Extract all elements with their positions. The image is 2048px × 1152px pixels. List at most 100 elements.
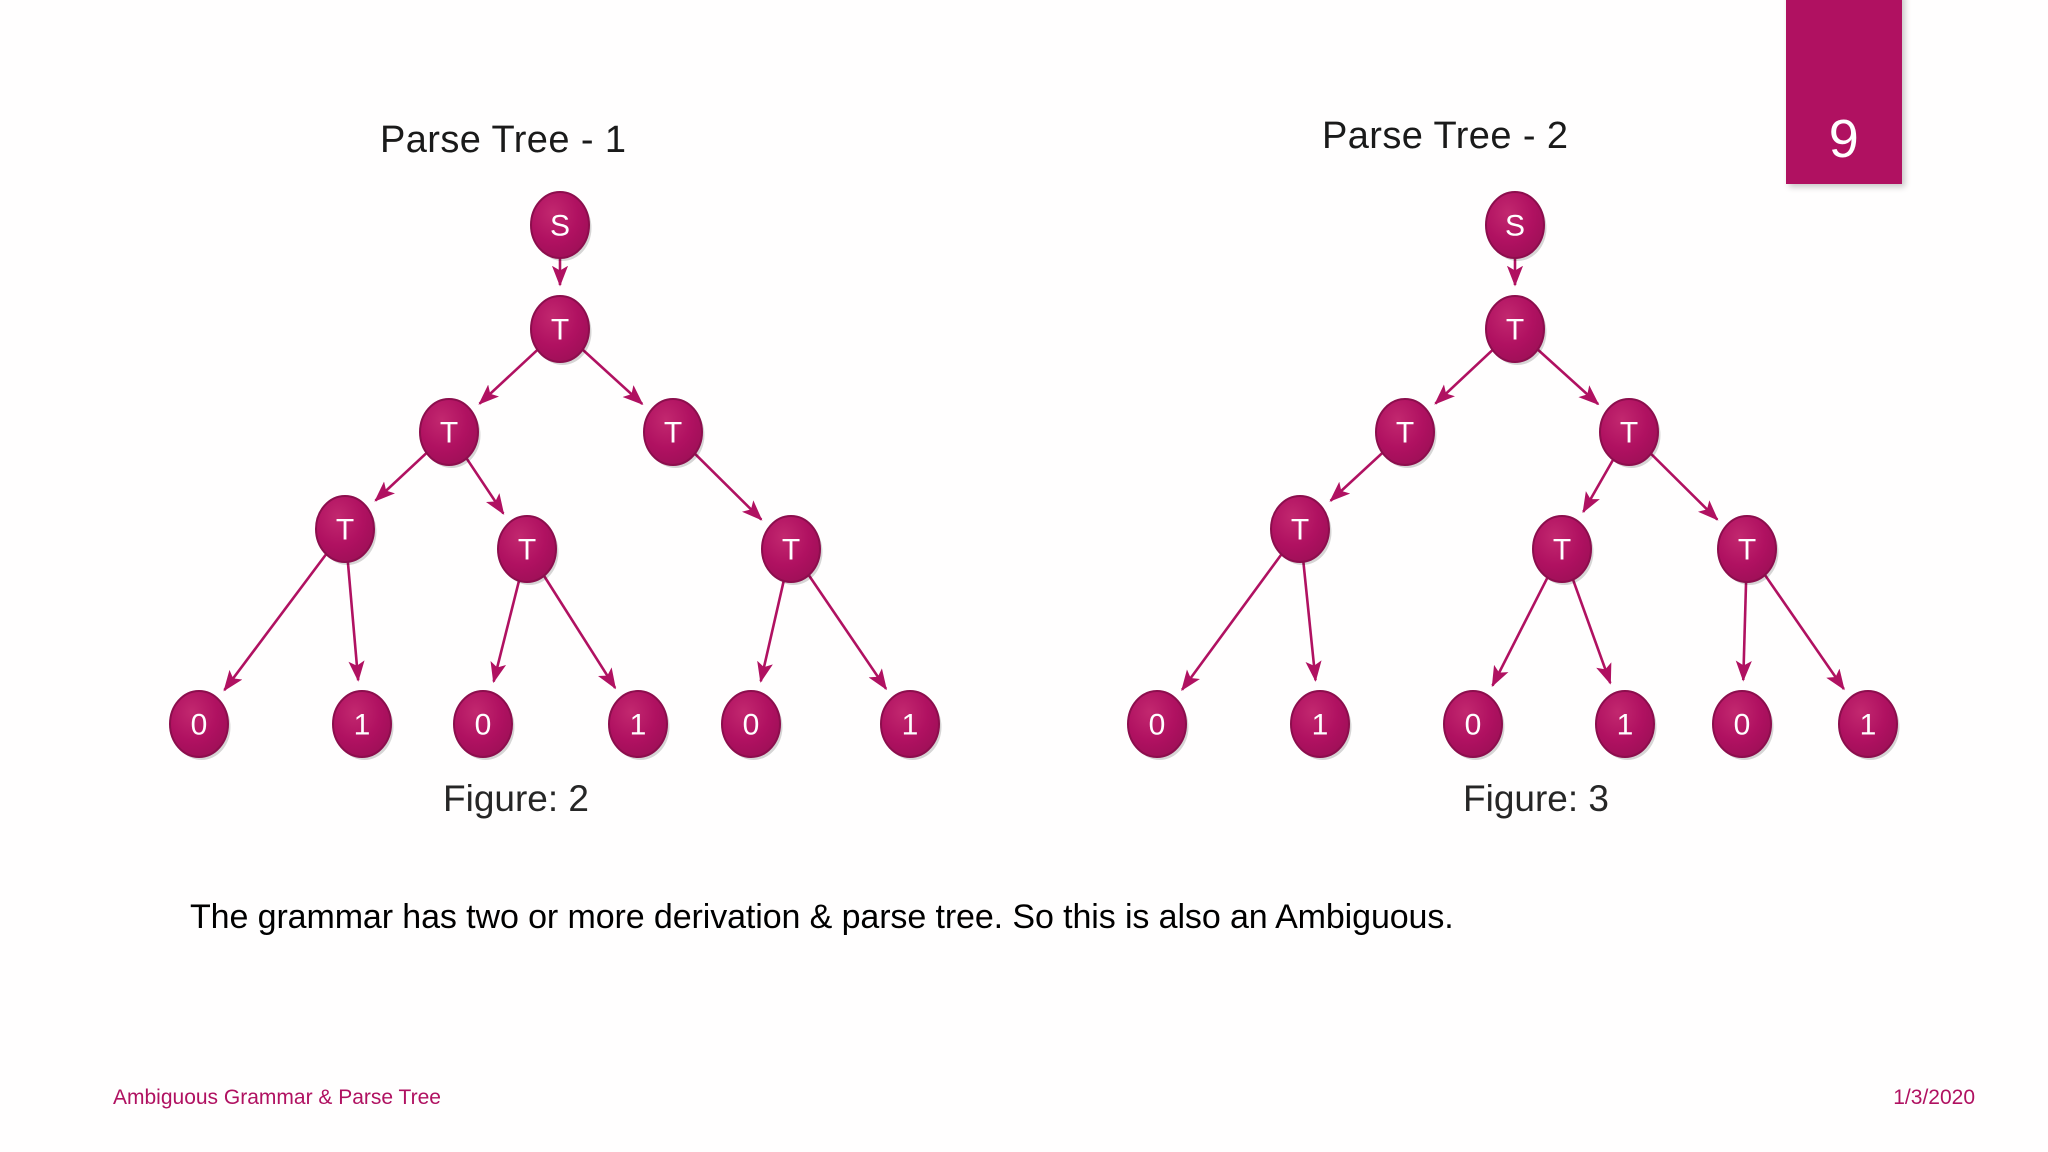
node-ellipse — [530, 295, 590, 363]
node-ellipse — [643, 398, 703, 466]
node-label: 0 — [1465, 709, 1482, 742]
tree-node-t: T — [419, 398, 481, 468]
tree-edge — [1434, 349, 1494, 405]
tree-node-1: 1 — [1838, 690, 1900, 760]
tree-edge — [1763, 574, 1845, 691]
node-ellipse — [1270, 495, 1330, 563]
node-label: 0 — [1734, 709, 1751, 742]
node-label: T — [551, 314, 569, 347]
node-label: T — [1738, 534, 1756, 567]
node-label: 0 — [191, 709, 208, 742]
tree-node-0: 0 — [721, 690, 783, 760]
tree-edge — [1735, 581, 1752, 682]
tree-edge — [490, 580, 521, 684]
tree-edge — [1582, 459, 1615, 514]
node-label: 1 — [902, 709, 919, 742]
tree-node-1: 1 — [1290, 690, 1352, 760]
node-label: T — [1506, 314, 1524, 347]
tree-edge — [374, 451, 428, 502]
tree-node-t: T — [643, 398, 705, 468]
tree-edge — [1329, 451, 1384, 502]
node-ellipse — [1838, 690, 1898, 758]
tree-node-t: T — [1532, 515, 1594, 585]
node-ellipse — [332, 690, 392, 758]
tree-node-1: 1 — [1595, 690, 1657, 760]
node-ellipse — [1717, 515, 1777, 583]
node-label: S — [1505, 210, 1525, 243]
node-ellipse — [315, 495, 375, 563]
tree-node-1: 1 — [880, 690, 942, 760]
tree-node-t: T — [761, 515, 823, 585]
tree-edge — [1302, 561, 1322, 682]
tree-node-t: T — [497, 515, 559, 585]
tree-node-s: S — [530, 191, 592, 261]
node-ellipse — [530, 191, 590, 259]
node-ellipse — [1127, 690, 1187, 758]
node-ellipse — [880, 690, 940, 758]
tree-node-0: 0 — [1443, 690, 1505, 760]
tree-edge — [1181, 553, 1283, 692]
tree-node-s: S — [1485, 191, 1547, 261]
node-ellipse — [761, 515, 821, 583]
node-label: 1 — [1860, 709, 1877, 742]
tree-edge — [223, 553, 328, 692]
node-ellipse — [497, 515, 557, 583]
tree-edge — [1649, 452, 1719, 521]
slide-number-text: 9 — [1828, 109, 1860, 169]
node-ellipse — [419, 398, 479, 466]
node-label: T — [1291, 514, 1309, 547]
node-ellipse — [1485, 295, 1545, 363]
tree-node-t: T — [1599, 398, 1661, 468]
node-label: 0 — [1149, 709, 1166, 742]
tree-edge — [346, 561, 365, 682]
tree-edge — [581, 348, 644, 406]
slide-number-badge: 9 — [1786, 0, 1902, 184]
tree-node-t: T — [1485, 295, 1547, 365]
node-label: T — [518, 534, 536, 567]
node-ellipse — [169, 690, 229, 758]
tree-node-0: 0 — [453, 690, 515, 760]
node-label: 1 — [354, 709, 371, 742]
tree-node-1: 1 — [332, 690, 394, 760]
tree-edge — [1571, 579, 1612, 685]
node-ellipse — [1485, 191, 1545, 259]
footer-title: Ambiguous Grammar & Parse Tree — [113, 1086, 441, 1109]
footer-date: 1/3/2020 — [1893, 1086, 1975, 1109]
tree-edge — [542, 575, 617, 690]
node-label: T — [664, 417, 682, 450]
node-label: T — [440, 417, 458, 450]
node-ellipse — [1595, 690, 1655, 758]
node-label: 1 — [630, 709, 647, 742]
tree-node-t: T — [530, 295, 592, 365]
tree-node-t: T — [1717, 515, 1779, 585]
node-label: T — [1553, 534, 1571, 567]
node-label: 1 — [1617, 709, 1634, 742]
tree-node-t: T — [1375, 398, 1437, 468]
node-label: 0 — [475, 709, 492, 742]
node-ellipse — [1599, 398, 1659, 466]
node-label: 1 — [1312, 709, 1329, 742]
figure-3-caption: Figure: 3 — [1463, 778, 1610, 819]
tree-edges — [1181, 258, 1845, 692]
node-label: T — [1396, 417, 1414, 450]
parse-tree-1-heading: Parse Tree - 1 — [380, 119, 627, 161]
node-ellipse — [1532, 515, 1592, 583]
tree-edge — [1491, 576, 1549, 688]
node-ellipse — [1375, 398, 1435, 466]
node-ellipse — [1443, 690, 1503, 758]
node-label: S — [550, 210, 570, 243]
body-sentence: The grammar has two or more derivation &… — [190, 898, 1454, 936]
node-label: T — [336, 514, 354, 547]
tree-node-1: 1 — [608, 690, 670, 760]
node-ellipse — [453, 690, 513, 758]
tree-edge — [1536, 348, 1600, 406]
node-label: 0 — [743, 709, 760, 742]
tree-node-0: 0 — [1127, 690, 1189, 760]
node-label: T — [782, 534, 800, 567]
tree-node-t: T — [315, 495, 377, 565]
tree-edge — [478, 348, 539, 405]
node-ellipse — [721, 690, 781, 758]
tree-edges — [223, 258, 888, 692]
